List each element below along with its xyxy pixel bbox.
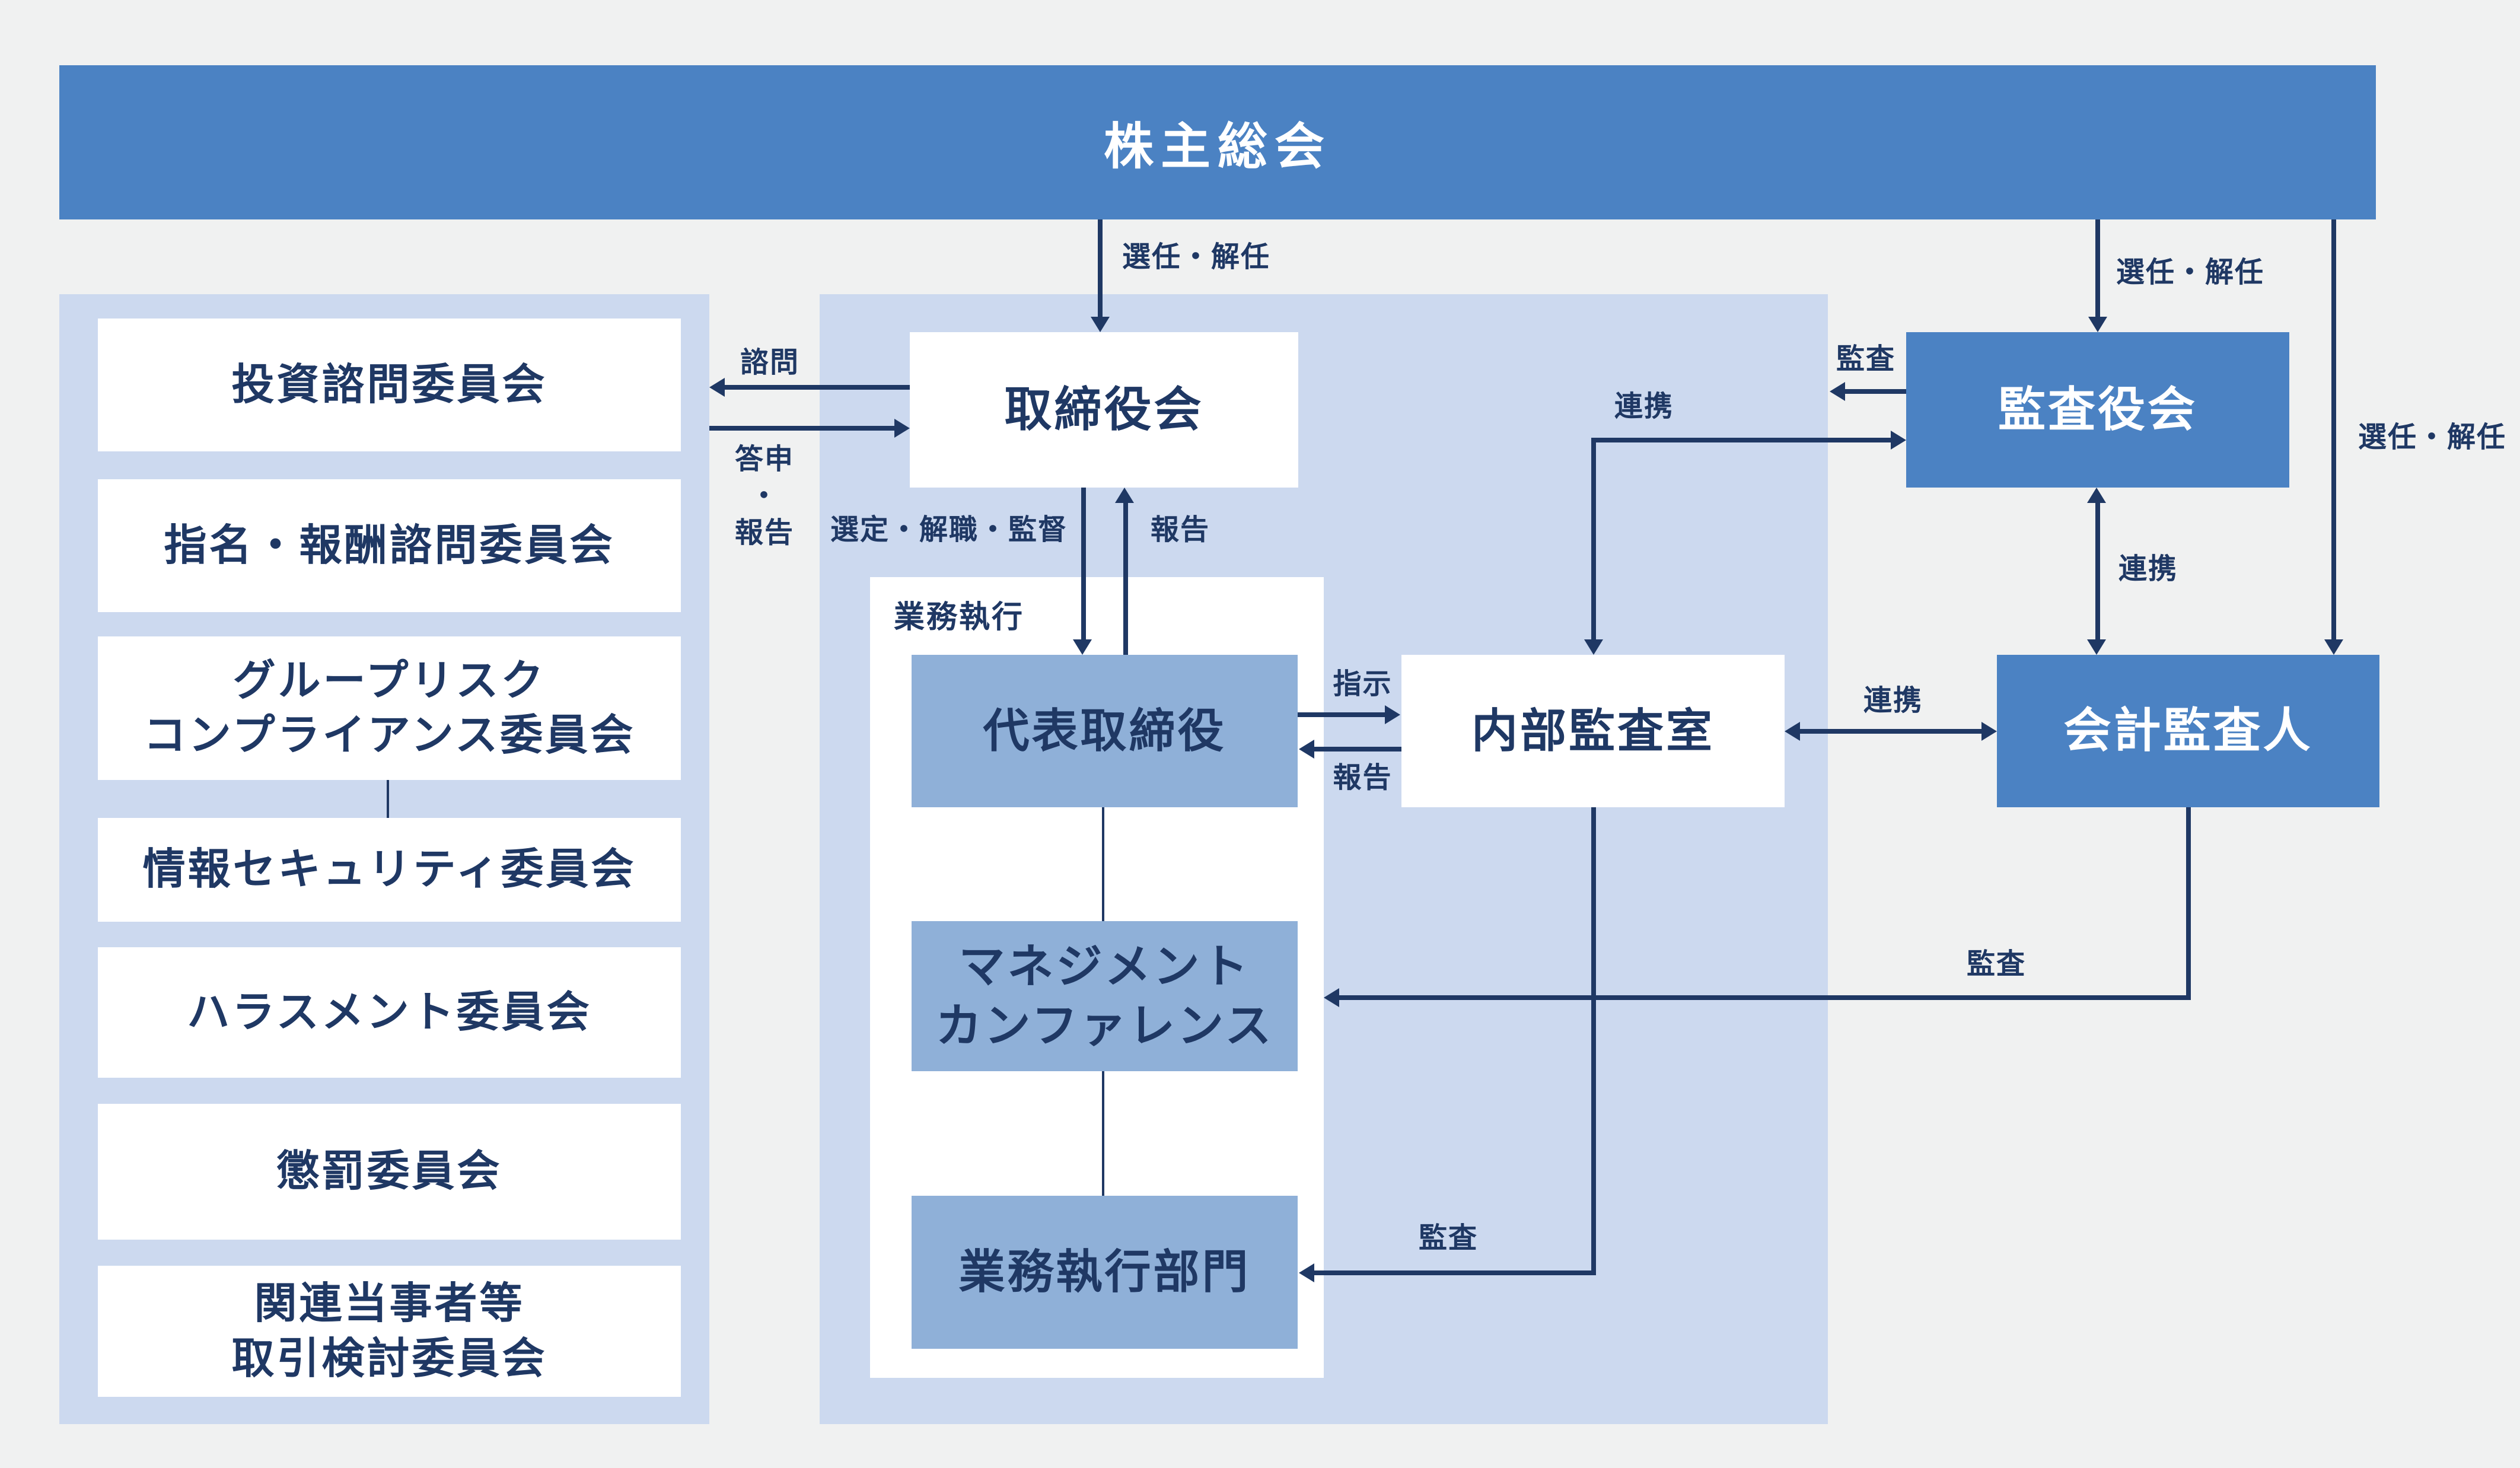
edge-cooperate-internal-accounting-arrowhead-right — [1981, 722, 1997, 741]
edge-appoint-accounting-auditor-label: 選任・解任 — [2358, 422, 2507, 453]
edge-cooperate-internal-auditboard-arrowhead-right — [1891, 431, 1906, 450]
node-internal-audit-office-label: 内部監査室 — [1471, 704, 1715, 757]
node-representative-director: 代表取締役 — [912, 655, 1298, 807]
edge-consult-label: 諮問 — [740, 347, 800, 378]
edge-report-back-label-line2: ・ — [749, 480, 779, 512]
edge-select-dismiss-supervise-line — [1081, 488, 1086, 639]
edge-appoint-accounting-auditor-line — [2331, 219, 2336, 641]
edge-instruct-arrowhead — [1385, 705, 1400, 724]
edge-cooperate-internal-accounting-label: 連携 — [1863, 685, 1923, 717]
committee-label-line1: 関連当事者等 — [254, 1280, 525, 1328]
node-accounting-auditor-label: 会計監査人 — [2063, 704, 2313, 757]
edge-report-back-label-line3: 報告 — [734, 517, 794, 549]
edge-audit-management-conference-arrowhead — [1324, 988, 1339, 1007]
edge-cooperate-auditboard-accounting-line — [2095, 503, 2100, 639]
edge-report-to-board-arrowhead — [1115, 488, 1134, 503]
node-audit-supervisory-board: 監査役会 — [1906, 332, 2289, 488]
edge-audit-by-auditboard-arrowhead — [1830, 382, 1845, 401]
connector-representative-to-management — [1102, 807, 1104, 921]
edge-cooperate-internal-auditboard-arrowhead-down — [1584, 639, 1603, 655]
connector-committee-line — [387, 780, 389, 818]
edge-audit-executive-departments-arrowhead — [1299, 1263, 1314, 1282]
edge-cooperate-auditboard-accounting-label: 連携 — [2118, 553, 2178, 585]
edge-consult-line — [725, 385, 910, 390]
committee-nomination-compensation: 指名・報酬諮問委員会 — [98, 479, 681, 612]
edge-audit-executive-departments-vline — [1591, 807, 1596, 1275]
committee-label: ハラスメント委員会 — [187, 988, 592, 1036]
committee-label-line2: 取引検討委員会 — [231, 1335, 547, 1383]
edge-instruct-line — [1298, 712, 1386, 717]
node-internal-audit-office: 内部監査室 — [1401, 655, 1785, 807]
edge-report-to-board-line — [1123, 503, 1128, 655]
edge-cooperate-internal-auditboard-vline — [1591, 438, 1596, 639]
edge-report-back-arrowhead — [894, 419, 910, 438]
edge-appoint-audit-board-label: 選任・解任 — [2116, 257, 2265, 288]
node-management-conference-line1: マネジメント — [958, 940, 1251, 992]
committee-information-security: 情報セキュリティ委員会 — [98, 818, 681, 922]
edge-cooperate-internal-accounting-arrowhead-left — [1785, 722, 1800, 741]
node-shareholders-meeting: 株主総会 — [59, 65, 2376, 219]
edge-report-to-board-label: 報告 — [1151, 514, 1210, 546]
edge-appoint-board-line — [1098, 219, 1103, 318]
edge-audit-by-auditboard-line — [1845, 389, 1906, 394]
edge-audit-management-conference-hline — [1339, 995, 2191, 1000]
edge-audit-by-auditboard-label: 監査 — [1836, 343, 1896, 375]
execution-area-label: 業務執行 — [894, 600, 1025, 635]
committee-label: 情報セキュリティ委員会 — [142, 846, 636, 894]
edge-cooperate-internal-auditboard-hline — [1591, 438, 1891, 442]
edge-audit-executive-departments-label: 監査 — [1419, 1222, 1479, 1254]
node-audit-supervisory-board-label: 監査役会 — [1998, 383, 2197, 436]
edge-audit-executive-departments-hline — [1314, 1270, 1594, 1275]
edge-cooperate-auditboard-accounting-arrowhead-up — [2087, 488, 2106, 503]
committee-label: 懲罰委員会 — [276, 1148, 502, 1196]
committee-label-line2: コンプライアンス委員会 — [143, 712, 636, 759]
edge-appoint-board-label: 選任・解任 — [1122, 241, 1271, 273]
connector-management-to-departments — [1102, 1071, 1104, 1196]
edge-report-to-representative-arrowhead — [1299, 740, 1314, 759]
committee-group-risk-compliance: グループリスク コンプライアンス委員会 — [98, 636, 681, 780]
node-shareholders-meeting-label: 株主総会 — [1103, 118, 1331, 174]
committee-investment-advisory: 投資諮問委員会 — [98, 319, 681, 451]
edge-select-dismiss-supervise-arrowhead — [1073, 639, 1092, 655]
committee-related-party-transactions: 関連当事者等 取引検討委員会 — [98, 1266, 681, 1397]
committee-disciplinary: 懲罰委員会 — [98, 1104, 681, 1240]
edge-appoint-audit-board-arrowhead — [2088, 317, 2107, 332]
edge-report-to-representative-line — [1314, 747, 1401, 751]
edge-report-to-representative-label: 報告 — [1333, 762, 1393, 794]
edge-audit-management-conference-vline — [2186, 807, 2191, 1000]
edge-appoint-board-arrowhead — [1091, 317, 1110, 332]
edge-report-back-label-line1: 答申 — [734, 444, 794, 475]
edge-appoint-audit-board-line — [2095, 219, 2100, 318]
node-management-conference: マネジメント カンファレンス — [912, 921, 1298, 1071]
edge-consult-arrowhead — [709, 378, 725, 397]
edge-cooperate-auditboard-accounting-arrowhead-down — [2087, 639, 2106, 655]
node-executive-departments-label: 業務執行部門 — [958, 1246, 1251, 1298]
edge-cooperate-internal-accounting-line — [1800, 729, 1981, 734]
node-board-of-directors-label: 取締役会 — [1004, 383, 1204, 436]
node-management-conference-line2: カンファレンス — [935, 999, 1274, 1052]
edge-instruct-label: 指示 — [1333, 668, 1393, 700]
edge-select-dismiss-supervise-label: 選定・解職・監督 — [830, 514, 1068, 546]
edge-audit-management-conference-label: 監査 — [1967, 948, 2027, 980]
committee-label: 投資諮問委員会 — [231, 361, 547, 409]
committee-label-line1: グループリスク — [232, 657, 546, 705]
edge-cooperate-internal-auditboard-label: 連携 — [1614, 391, 1674, 422]
edge-appoint-accounting-auditor-arrowhead — [2324, 639, 2343, 655]
node-representative-director-label: 代表取締役 — [983, 704, 1226, 757]
node-executive-departments: 業務執行部門 — [912, 1196, 1298, 1349]
committee-label: 指名・報酬諮問委員会 — [164, 521, 615, 569]
node-accounting-auditor: 会計監査人 — [1997, 655, 2379, 807]
node-board-of-directors: 取締役会 — [910, 332, 1298, 488]
edge-report-back-line — [709, 426, 894, 431]
committee-harassment: ハラスメント委員会 — [98, 947, 681, 1078]
edge-report-back-label: 答申 ・ 報告 — [709, 441, 820, 552]
